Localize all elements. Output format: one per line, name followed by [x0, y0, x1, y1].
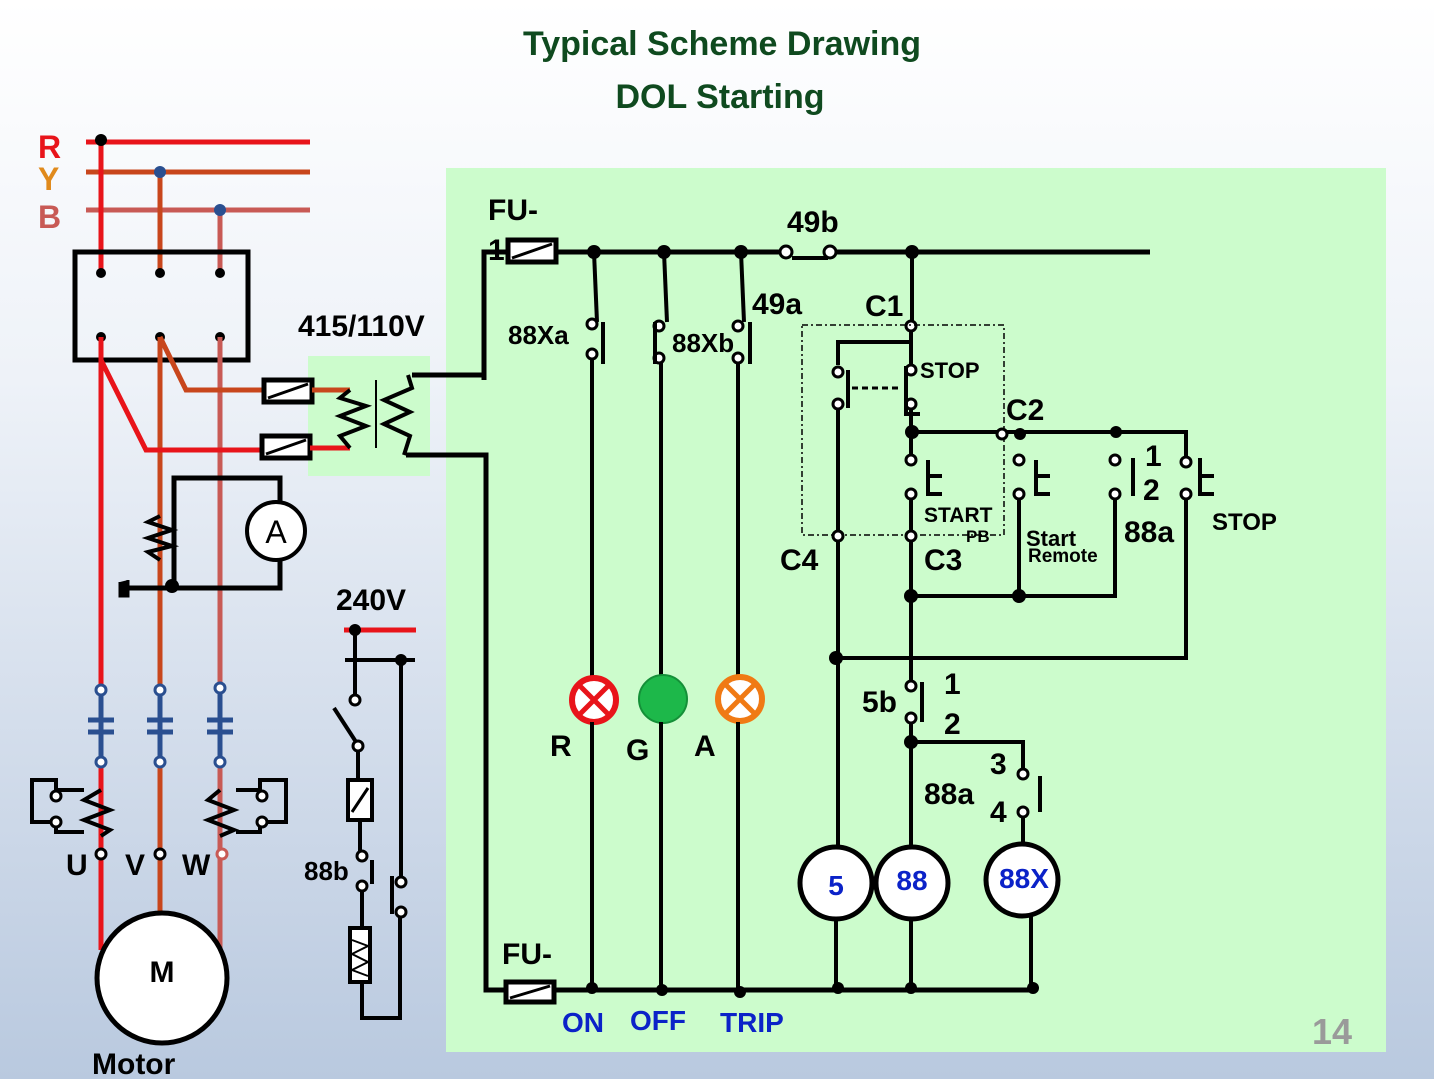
aux-contact-label: 88b [304, 856, 349, 886]
start-remote-label: Start [1026, 526, 1077, 551]
contact-88xb-label: 88Xb [672, 328, 734, 358]
bus-label-off: OFF [630, 1005, 686, 1036]
contact-5b-n1: 1 [944, 668, 961, 701]
fuse-top-number: 1 [488, 234, 505, 267]
start-remote-sublabel: Remote [1028, 546, 1098, 567]
node-c1-label: C1 [865, 290, 903, 323]
stop-local-label: STOP [920, 358, 980, 383]
ammeter-icon [245, 500, 307, 562]
terminal-w-label: W [182, 849, 211, 882]
coil-88x-icon [983, 841, 1061, 919]
contact-88a-n3: 3 [990, 748, 1007, 781]
motor-caption: Motor [92, 1048, 176, 1079]
stop-remote-label: STOP [1212, 509, 1277, 536]
fuse-bottom-label: FU- [502, 938, 552, 971]
junction-dot [95, 134, 107, 146]
phase-b-label: B [38, 199, 61, 235]
start-pb-sublabel: PB [966, 527, 990, 546]
contact-5b-label: 5b [862, 686, 897, 719]
earth-icon [118, 580, 130, 598]
coil-88-label: 88 [896, 865, 927, 896]
lamp-amber-label: A [694, 730, 716, 763]
coil-88x-label: 88X [999, 863, 1049, 894]
node-c3-label: C3 [924, 544, 962, 577]
contact-88a-n4: 4 [990, 796, 1007, 829]
stop-pb-icon [904, 366, 920, 416]
junction-dot [214, 204, 226, 216]
contact-49a-label: 49a [752, 288, 802, 321]
node-c2-label: C2 [1006, 394, 1044, 427]
start-pb-label: START [924, 504, 993, 527]
bus-label-trip: TRIP [720, 1007, 784, 1038]
transformer-secondary-icon [379, 374, 415, 456]
lamp-green-icon [638, 674, 688, 724]
terminal-v-label: V [125, 849, 145, 882]
title-line-1: Typical Scheme Drawing [523, 25, 921, 63]
contact-88a-n2: 2 [1143, 474, 1160, 507]
transformer-primary-icon [334, 388, 373, 450]
coil-5-label: 5 [828, 870, 844, 901]
local-pb-station-box [801, 324, 1005, 536]
phase-r-label: R [38, 129, 61, 165]
contactor-main-contacts [88, 681, 233, 769]
page-number: 14 [1312, 1011, 1352, 1052]
lamp-green-label: G [626, 734, 649, 767]
motor-symbol-label: M [150, 956, 175, 989]
power-circuit: R Y B 415/110V [30, 129, 425, 1079]
aux-240v-circuit: 240V 88b [304, 584, 416, 1020]
control-circuit: FU- 1 FU- 49b 88Xa R 88Xb [406, 194, 1277, 1038]
overload-relay-right-icon [202, 778, 288, 838]
transformer-background [308, 356, 430, 476]
ammeter-label: A [265, 514, 287, 550]
overload-relay-left-icon [30, 778, 116, 838]
aux-supply-label: 240V [336, 584, 406, 617]
title-line-2: DOL Starting [615, 78, 824, 116]
node-c4-label: C4 [780, 544, 819, 577]
current-transformer-icon [141, 514, 180, 562]
contact-88a-label: 88a [1124, 516, 1174, 549]
terminal-u-label: U [66, 849, 88, 882]
aux-switch-icon [332, 706, 360, 747]
bus-label-on: ON [562, 1007, 604, 1038]
contact-49b-label: 49b [787, 206, 839, 239]
phase-y-label: Y [38, 161, 59, 197]
fuse-top-label: FU- [488, 194, 538, 227]
contact-88xa-label: 88Xa [508, 320, 569, 350]
motor-icon [94, 910, 230, 1046]
transformer-label: 415/110V [298, 310, 425, 343]
contact-88a-n1: 1 [1145, 440, 1162, 473]
contact-88a-coil-label: 88a [924, 778, 974, 811]
lamp-red-label: R [550, 730, 572, 763]
contact-5b-n2: 2 [944, 708, 961, 741]
junction-dot [154, 166, 166, 178]
